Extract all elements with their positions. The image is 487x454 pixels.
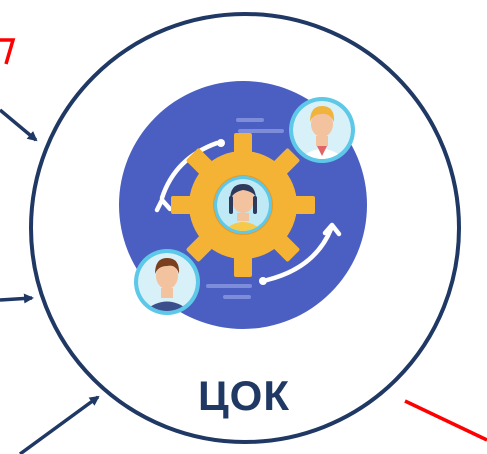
red-connector-bottom-right: [404, 399, 487, 442]
top-right-avatar-icon: [289, 97, 355, 163]
red-box-fragment-top-left: [0, 38, 16, 65]
bottom-left-avatar-icon: [134, 249, 200, 315]
hub-label: ЦОК: [198, 372, 290, 419]
team-gear-cycle-icon: [119, 81, 367, 329]
center-avatar-icon: [214, 176, 272, 234]
arrow-from-left: [0, 293, 34, 304]
arrow-from-bottom-left: [18, 395, 100, 454]
arrow-from-top-left: [0, 108, 38, 142]
